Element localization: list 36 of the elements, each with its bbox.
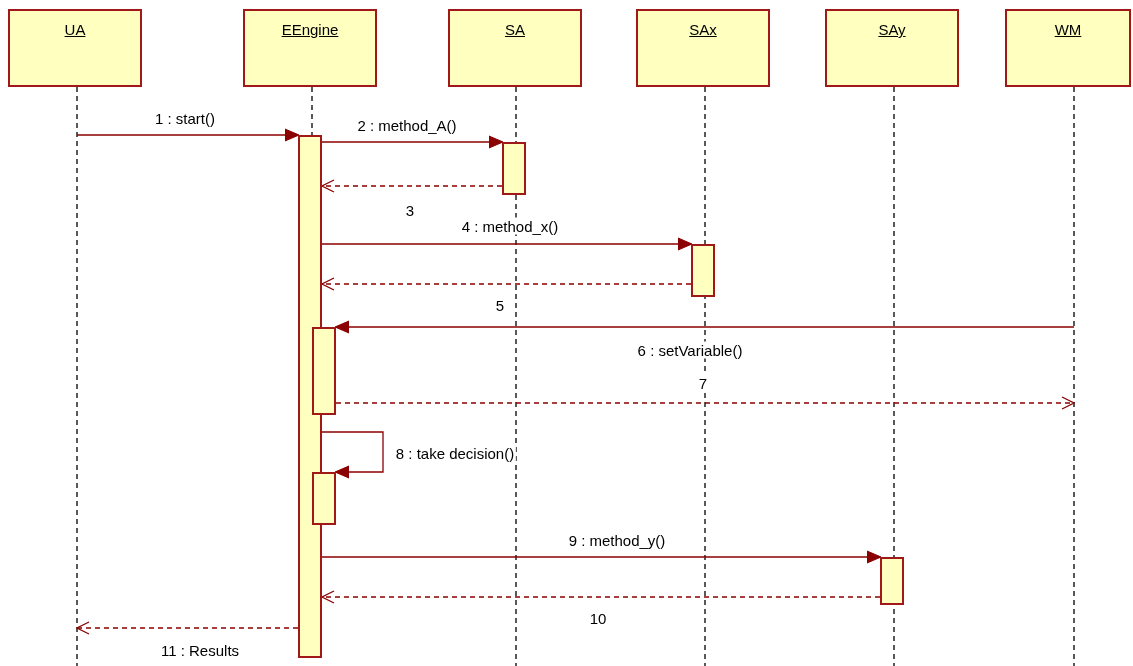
lifeline-header: [636, 9, 770, 87]
message-label: 6 : setVariable(): [635, 341, 745, 359]
lifeline-header: [1005, 9, 1131, 87]
activation-bar: [312, 472, 336, 525]
message-arrow: [321, 550, 882, 564]
message-arrow: [76, 128, 300, 142]
message-arrow: [321, 237, 693, 251]
lifeline: [515, 86, 517, 666]
return-arrow: [321, 277, 692, 291]
lifeline-header: [825, 9, 959, 87]
lifeline: [76, 86, 78, 666]
activation-bar: [880, 557, 904, 605]
lifeline: [893, 86, 895, 666]
object-name: UA: [63, 21, 87, 38]
object-name: SA: [504, 21, 526, 38]
message-arrow: [334, 320, 1075, 334]
message-arrow: [321, 431, 384, 479]
activation-bar: [502, 142, 526, 195]
object-name: SAy: [877, 21, 907, 38]
activation-bar: [691, 244, 715, 297]
lifeline-header: [8, 9, 142, 87]
return-arrow: [321, 179, 503, 193]
return-arrow: [335, 396, 1075, 410]
object-name: WM: [1053, 21, 1083, 38]
return-arrow: [321, 590, 881, 604]
lifeline-header: [448, 9, 582, 87]
message-label: 8 : take decision(): [393, 444, 517, 462]
object-name: SAx: [688, 21, 718, 38]
return-arrow: [76, 621, 299, 635]
lifeline: [704, 86, 706, 666]
lifeline: [1073, 86, 1075, 666]
activation-bar: [312, 327, 336, 415]
object-name: EEngine: [280, 21, 340, 38]
lifeline-header: [243, 9, 377, 87]
message-label: 7: [696, 374, 710, 392]
message-arrow: [321, 135, 504, 149]
